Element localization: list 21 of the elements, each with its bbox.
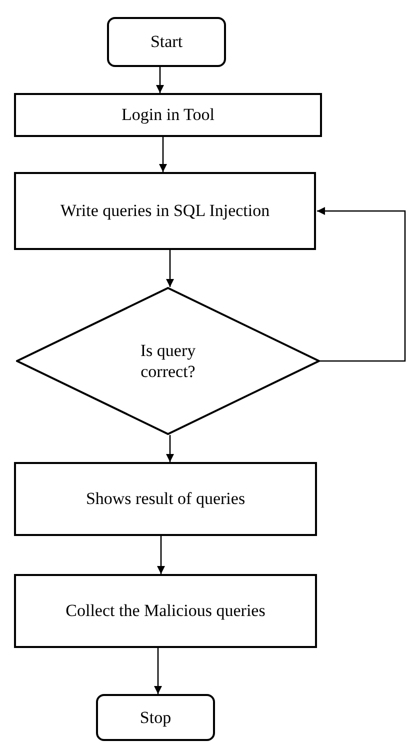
node-label: Stop (140, 706, 172, 728)
arrow (154, 648, 162, 694)
node-label: Login in Tool (122, 104, 214, 126)
process-box (14, 462, 317, 536)
process-box (14, 172, 316, 250)
decision-diamond (16, 287, 320, 435)
arrow (166, 435, 174, 462)
process-box (14, 574, 317, 648)
arrow (166, 250, 174, 287)
node-label: Collect the Malicious queries (66, 600, 266, 622)
node-label: Start (150, 31, 183, 53)
arrow (156, 67, 164, 93)
arrow (157, 536, 165, 574)
node-label: Is query correct? (139, 340, 197, 382)
node-label: Shows result of queries (86, 488, 246, 510)
terminal-box (96, 694, 215, 741)
process-box (14, 93, 322, 137)
arrow (317, 207, 406, 362)
arrow (159, 137, 167, 172)
node-label: Write queries in SQL Injection (60, 200, 270, 222)
terminal-box (107, 17, 226, 67)
